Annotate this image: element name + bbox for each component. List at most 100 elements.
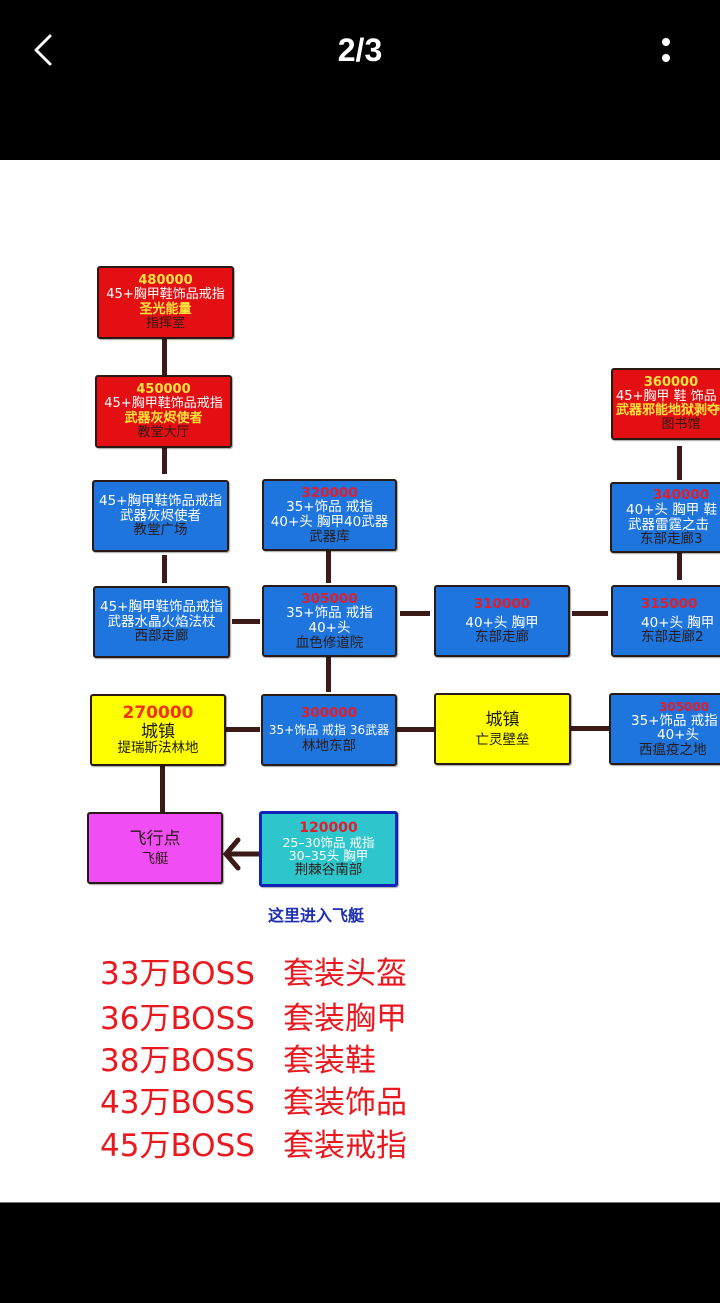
node-location: 提瑞斯法林地 [117,740,199,757]
node-line: 武器水晶火焰法杖 [107,613,216,630]
node-type: 城镇 [141,721,175,742]
node-line: 武器灰烬使者 [124,410,203,426]
connector [572,611,608,616]
node-type: 飞行点 [129,828,181,849]
node-line: 武器邪能地狱剥夺者 [616,403,720,418]
back-button[interactable] [28,30,64,70]
node-location: 教堂广场 [133,522,188,539]
connector [162,338,167,376]
map-node-east-corridor-2: 315000 40+头 胸甲 东部走廊2 [611,585,720,657]
boss-list-item: 33万BOSS 套装头盔 [100,954,407,994]
boss-threshold: 38万BOSS [100,1043,255,1079]
connector [677,553,682,580]
map-node-east-corridor-3: 340000 40+头 胸甲 鞋 武器雷霆之击 东部走廊3 [610,482,720,553]
node-line: 40+头 胸甲 [465,614,539,631]
connector [400,611,430,616]
node-location: 血色修道院 [295,634,364,651]
node-line: 40+头 胸甲40武器 [270,514,389,530]
node-location: 西瘟疫之地 [639,741,707,758]
node-line: 35+饰品 戒指 36武器 [268,722,390,737]
more-options-button[interactable] [650,30,680,70]
node-value: 305000 [659,699,710,714]
node-location: 飞艇 [141,850,169,867]
map-node-scarlet-monastery: 305000 35+饰品 戒指 40+头 血色修道院 [262,585,397,657]
node-location: 东部走廊3 [640,531,703,548]
node-line: 40+头 胸甲 鞋 [626,501,718,518]
airship-note: 这里进入飞艇 [268,906,365,925]
node-line: 35+饰品 戒指 [286,499,373,516]
boss-threshold: 43万BOSS [100,1085,255,1121]
map-node-chapel-square: 45+胸甲鞋饰品戒指 武器灰烬使者 教堂广场 [92,480,229,552]
map-node-western-plaguelands: 305000 35+饰品 戒指 40+头 西瘟疫之地 [609,693,720,765]
node-location: 东部走廊2 [641,629,704,646]
boss-threshold: 45万BOSS [100,1128,255,1164]
node-value: 310000 [473,596,531,613]
node-value: 300000 [300,704,358,721]
node-value: 340000 [652,487,710,504]
boss-list-item: 43万BOSS 套装饰品 [100,1083,407,1123]
node-line: 45+胸甲 鞋 饰品 戒指 [616,388,720,404]
map-node-library: 360000 45+胸甲 鞋 饰品 戒指 武器邪能地狱剥夺者 图书馆 [611,368,720,440]
node-line: 武器灰烬使者 [120,507,201,524]
node-location: 图书馆 [661,417,701,433]
map-node-command-room: 480000 45+胸甲鞋饰品戒指 圣光能量 指挥室 [97,266,234,339]
node-value: 315000 [641,596,698,613]
map-node-thorn-valley-south: 120000 25–30饰品 戒指 30–35头 胸甲 荆棘谷南部 [259,811,398,887]
map-node-west-corridor: 45+胸甲鞋饰品戒指 武器水晶火焰法杖 西部走廊 [93,586,230,658]
more-vertical-icon-dot [662,54,670,62]
node-line: 圣光能量 [139,301,192,317]
node-location: 西部走廊 [134,628,189,645]
node-value: 320000 [301,484,358,501]
boss-list-item: 36万BOSS 套装胸甲 [100,999,407,1039]
node-location: 荆棘谷南部 [294,861,363,878]
node-line: 45+胸甲鞋饰品戒指 [100,599,223,616]
connector [162,448,167,474]
node-location: 亡灵壁垒 [475,731,530,748]
more-vertical-icon [662,38,670,46]
node-location: 教堂大厅 [137,424,190,440]
node-line: 40+头 [308,620,351,636]
node-value: 305000 [301,590,358,607]
node-line: 30–35头 胸甲 [288,848,369,864]
node-line: 35+饰品 戒指 [286,605,373,622]
node-line: 45+胸甲鞋饰品戒指 [106,287,225,303]
chevron-left-icon [34,34,52,66]
connector [326,656,331,692]
boss-reward: 套装饰品 [283,1085,407,1121]
connector [571,726,609,731]
node-value: 120000 [299,819,358,836]
page-counter: 2/3 [337,32,383,68]
map-node-undead-town: 城镇 亡灵壁垒 [434,693,571,765]
boss-threshold: 36万BOSS [100,1001,255,1037]
node-line: 35+饰品 戒指 [631,712,718,729]
boss-threshold: 33万BOSS [100,956,255,992]
node-value: 480000 [138,273,193,289]
node-location: 指挥室 [145,315,185,331]
node-location: 林地东部 [302,738,356,755]
boss-list-item: 38万BOSS 套装鞋 [100,1041,376,1081]
connector [397,727,434,732]
node-value: 360000 [643,374,699,390]
node-location: 东部走廊 [475,629,529,646]
node-value: 450000 [136,382,191,398]
connector [677,446,682,480]
boss-reward: 套装头盔 [283,956,407,992]
node-value: 270000 [122,703,194,724]
boss-reward: 套装胸甲 [283,1001,407,1037]
boss-reward: 套装鞋 [283,1043,376,1079]
arrow-left-icon [222,837,260,871]
map-node-chapel-hall: 450000 45+胸甲鞋饰品戒指 武器灰烬使者 教堂大厅 [95,375,232,448]
connector [160,765,165,813]
connector [162,555,167,583]
node-type: 城镇 [485,709,520,730]
map-node-tirisfal-town: 270000 城镇 提瑞斯法林地 [90,694,226,766]
viewer-top-bar: 2/3 [0,0,720,160]
map-node-armory: 320000 35+饰品 戒指 40+头 胸甲40武器 武器库 [262,479,397,551]
node-line: 武器雷霆之击 [628,516,709,533]
map-node-east-corridor: 310000 40+头 胸甲 东部走廊 [434,585,570,657]
connector [326,551,331,583]
connector [226,727,260,732]
node-line: 25–30饰品 戒指 [282,834,375,850]
node-line: 40+头 胸甲 [641,614,715,631]
